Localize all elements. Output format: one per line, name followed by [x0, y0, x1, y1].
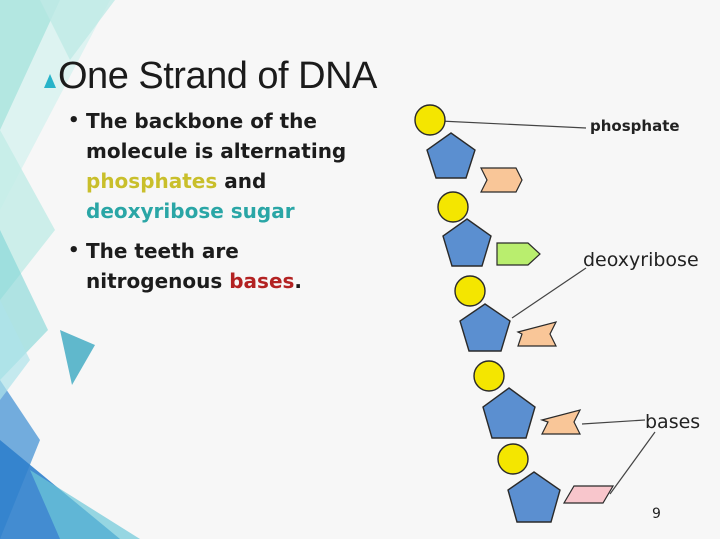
- bullet-dot-icon: •: [68, 110, 80, 131]
- base-shape: [516, 321, 558, 347]
- phosphate-circle: [437, 191, 469, 223]
- phosphate-circle: [414, 104, 446, 136]
- bullet-dot-icon: •: [68, 240, 80, 261]
- deoxyribose-pentagon: [442, 218, 492, 267]
- base-shape: [562, 485, 615, 504]
- phosphates-term: phosphates: [86, 169, 218, 193]
- deoxyribose-label: deoxyribose: [583, 249, 699, 271]
- bullet-text: The backbone of the molecule is alternat…: [86, 109, 347, 163]
- bullet-text: .: [294, 269, 303, 293]
- phosphate-circle: [497, 443, 529, 475]
- phosphate-label: phosphate: [590, 117, 680, 135]
- page-number: 9: [652, 506, 661, 522]
- triangle-icon: [44, 74, 56, 88]
- phosphate-leader-line: [439, 120, 587, 129]
- bullet-text: and: [217, 169, 267, 193]
- bullet-backbone: • The backbone of the molecule is altern…: [68, 106, 378, 226]
- base-shape: [480, 167, 523, 193]
- deoxyribose-leader-line: [511, 267, 587, 319]
- bases-label: bases: [645, 411, 700, 433]
- bullet-teeth: • The teeth are nitrogenous bases.: [68, 236, 378, 296]
- base-shape: [539, 409, 582, 435]
- deoxyribose-sugar-term: deoxyribose sugar: [86, 199, 295, 223]
- deoxyribose-pentagon: [482, 387, 536, 439]
- slide-title: One Strand of DNA: [58, 54, 377, 97]
- bases-leader-line: [609, 431, 656, 495]
- bases-leader-line: [581, 419, 646, 425]
- phosphate-circle: [454, 275, 486, 307]
- base-shape: [496, 242, 541, 266]
- phosphate-circle: [473, 360, 505, 392]
- bases-term: bases: [229, 269, 295, 293]
- title-row: One Strand of DNA: [44, 50, 377, 102]
- deoxyribose-pentagon: [459, 303, 511, 352]
- bullet-text: The teeth are nitrogenous: [86, 239, 239, 293]
- deoxyribose-pentagon: [507, 471, 561, 523]
- deoxyribose-pentagon: [426, 132, 476, 179]
